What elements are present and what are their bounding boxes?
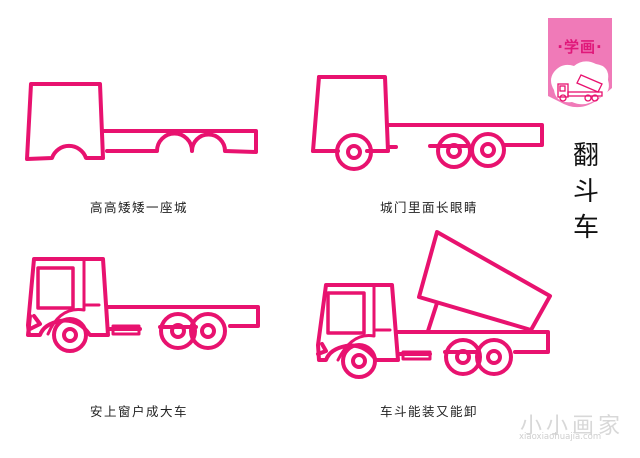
dump-truck-icon bbox=[557, 74, 603, 102]
watermark-logo: 小小画家 bbox=[520, 414, 625, 439]
title-char: 车 bbox=[572, 213, 599, 243]
badge-background-icon bbox=[548, 18, 612, 108]
learn-drawing-badge: ·学画· bbox=[548, 18, 612, 114]
badge-label: ·学画· bbox=[557, 38, 603, 56]
truck-outline-step-2-icon bbox=[311, 75, 544, 171]
step-1-caption: 高高矮矮一座城 bbox=[90, 200, 189, 215]
watermark-url: xiaoxiaohuajia.com bbox=[519, 432, 602, 442]
title-char: 斗 bbox=[572, 177, 599, 207]
title-char: 翻 bbox=[572, 141, 599, 171]
truck-outline-step-1-icon bbox=[25, 82, 258, 161]
step-2-caption: 城门里面长眼睛 bbox=[380, 200, 479, 215]
truck-outline-step-3-icon bbox=[26, 257, 260, 353]
step-4-caption: 车斗能装又能卸 bbox=[380, 404, 479, 419]
page-title: 翻 斗 车 bbox=[566, 138, 606, 246]
step-3-caption: 安上窗户成大车 bbox=[90, 404, 189, 419]
dump-truck-step-4-icon bbox=[316, 230, 552, 379]
